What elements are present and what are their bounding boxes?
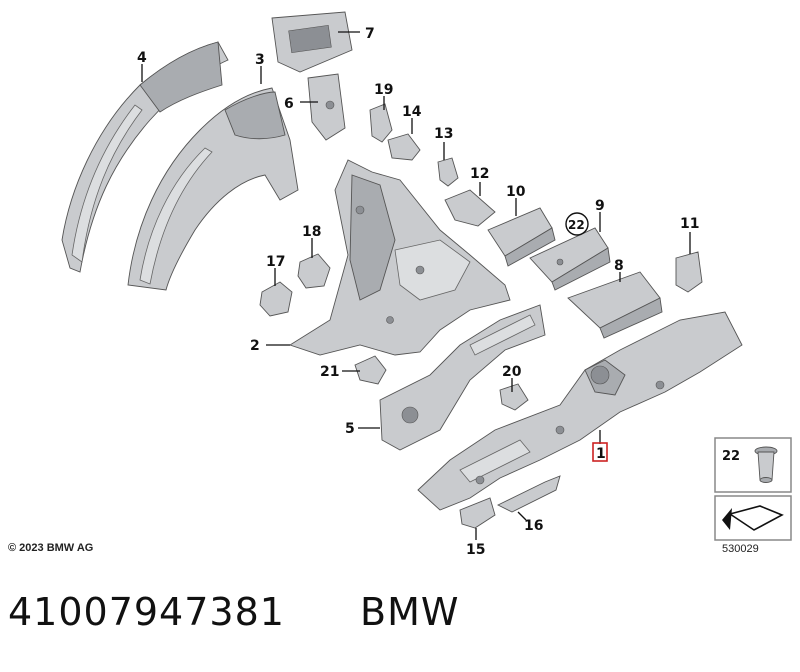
callout-21[interactable]: 21 bbox=[320, 364, 339, 380]
legend-nut-22: 22 bbox=[714, 437, 792, 493]
callout-22[interactable]: 22 bbox=[568, 218, 585, 232]
part-1-shape bbox=[417, 311, 743, 511]
part-18-shape bbox=[297, 253, 331, 289]
callout-12[interactable]: 12 bbox=[470, 166, 489, 182]
callout-20[interactable]: 20 bbox=[502, 364, 522, 380]
callout-10[interactable]: 10 bbox=[506, 184, 526, 200]
callout-15[interactable]: 15 bbox=[466, 542, 485, 558]
part-16-shape bbox=[496, 475, 561, 513]
callout-1-group[interactable]: 1 bbox=[592, 442, 608, 462]
callout-1-highlight-box bbox=[592, 442, 608, 462]
part-10-shape bbox=[487, 207, 556, 267]
part-17-shape bbox=[259, 281, 293, 317]
legend-22-label: 22 bbox=[722, 449, 740, 464]
brand-name: BMW bbox=[360, 590, 460, 634]
callout-3[interactable]: 3 bbox=[255, 52, 265, 68]
callout-14[interactable]: 14 bbox=[402, 104, 422, 120]
part-19-shape bbox=[369, 103, 393, 143]
part-6-shape bbox=[307, 73, 346, 141]
part-12-shape bbox=[444, 189, 496, 227]
part-4-shape bbox=[61, 41, 229, 273]
callout-9[interactable]: 9 bbox=[595, 198, 605, 214]
callout-16[interactable]: 16 bbox=[524, 518, 543, 534]
callout-8[interactable]: 8 bbox=[614, 258, 624, 274]
legend-arrow-box bbox=[714, 495, 792, 541]
part-9-shape bbox=[529, 227, 611, 291]
reference-code: 530029 bbox=[722, 543, 759, 555]
part-11-shape bbox=[675, 251, 703, 293]
part-21-shape bbox=[354, 355, 387, 385]
callout-17[interactable]: 17 bbox=[266, 254, 285, 270]
callout-7[interactable]: 7 bbox=[365, 26, 375, 42]
part-8-shape bbox=[567, 271, 663, 339]
copyright-text: © 2023 BMW AG bbox=[8, 542, 94, 554]
callout-6[interactable]: 6 bbox=[284, 96, 294, 112]
callout-11[interactable]: 11 bbox=[680, 216, 699, 232]
callout-2[interactable]: 2 bbox=[250, 338, 260, 354]
part-7-shape bbox=[271, 11, 353, 73]
callout-13[interactable]: 13 bbox=[434, 126, 453, 142]
part-3-shape bbox=[127, 87, 299, 291]
part-number: 41007947381 bbox=[8, 590, 285, 634]
part-13-shape bbox=[437, 157, 459, 187]
callout-4[interactable]: 4 bbox=[137, 50, 147, 66]
callout-18[interactable]: 18 bbox=[302, 224, 321, 240]
part-14-shape bbox=[387, 133, 421, 161]
part-2-shape bbox=[288, 159, 511, 356]
callout-5[interactable]: 5 bbox=[345, 421, 355, 437]
part-20-shape bbox=[499, 383, 529, 411]
callout-19[interactable]: 19 bbox=[374, 82, 393, 98]
leader-lines bbox=[141, 31, 691, 540]
callout-1[interactable]: 1 bbox=[596, 446, 606, 462]
part-5-shape bbox=[379, 304, 546, 451]
part-15-shape bbox=[459, 497, 496, 529]
callout-22-group[interactable]: 22 bbox=[565, 212, 589, 236]
